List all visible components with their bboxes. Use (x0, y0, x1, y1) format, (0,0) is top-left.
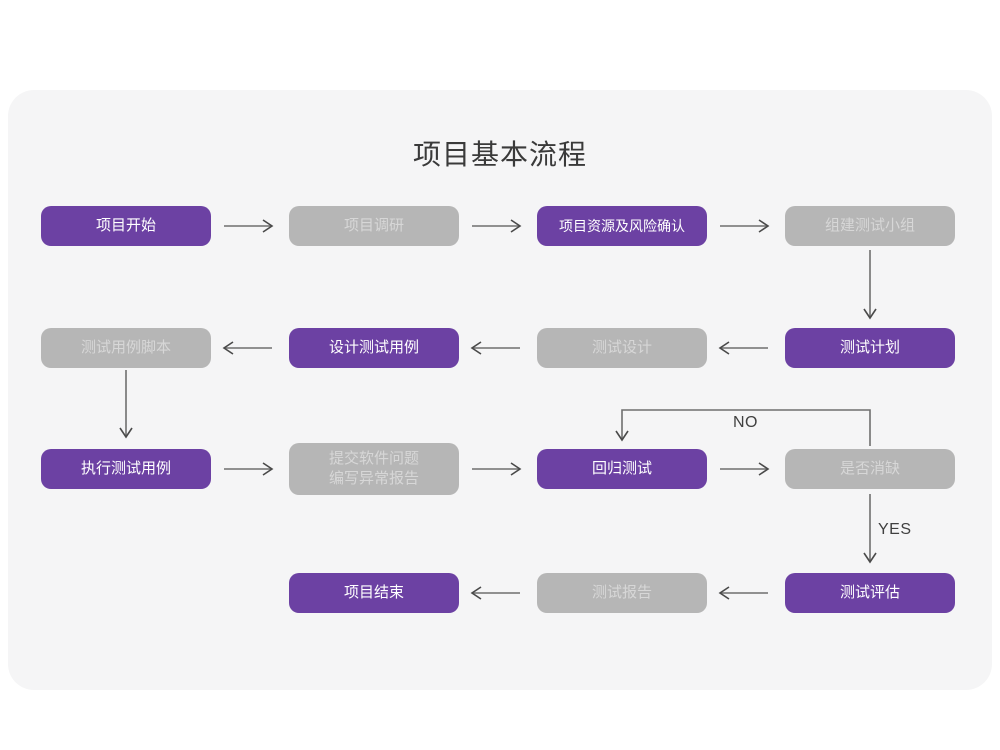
node-test-case-script[interactable]: 测试用例脚本 (41, 328, 211, 368)
node-resource-risk-confirm[interactable]: 项目资源及风险确认 (537, 206, 707, 246)
page-title: 项目基本流程 (412, 139, 587, 170)
node-defect-cleared-decision[interactable]: 是否消缺 (785, 449, 955, 489)
node-regression-test[interactable]: 回归测试 (537, 449, 707, 489)
node-project-research[interactable]: 项目调研 (289, 206, 459, 246)
node-test-plan[interactable]: 测试计划 (785, 328, 955, 368)
node-submit-issue-report[interactable]: 提交软件问题 编写异常报告 (289, 443, 459, 495)
node-test-design[interactable]: 测试设计 (537, 328, 707, 368)
node-test-report[interactable]: 测试报告 (537, 573, 707, 613)
node-project-start[interactable]: 项目开始 (41, 206, 211, 246)
node-execute-test-cases[interactable]: 执行测试用例 (41, 449, 211, 489)
edge-label-yes: YES (878, 521, 912, 538)
node-form-test-team[interactable]: 组建测试小组 (785, 206, 955, 246)
edge-label-no: NO (733, 414, 758, 431)
node-project-end[interactable]: 项目结束 (289, 573, 459, 613)
node-design-test-cases[interactable]: 设计测试用例 (289, 328, 459, 368)
node-test-evaluation[interactable]: 测试评估 (785, 573, 955, 613)
